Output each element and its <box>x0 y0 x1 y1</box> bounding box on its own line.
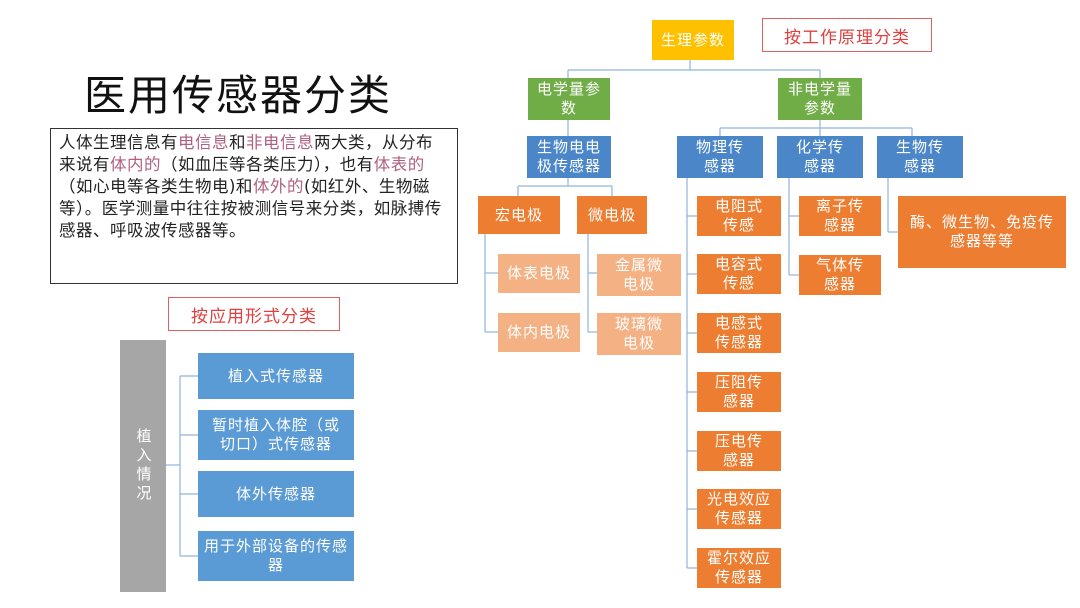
intro-highlight: 体内的 <box>110 155 161 174</box>
micro-electrode-node: 微电极 <box>577 196 647 234</box>
intro-text: 人体生理信息有 <box>59 133 178 152</box>
intro-highlight: 体表的 <box>373 155 425 174</box>
chemical-node: 化学传感器 <box>777 136 863 178</box>
application-heading: 按应用形式分类 <box>168 297 340 331</box>
intro-text: 两大类，从分布来说有 <box>59 133 433 174</box>
application-item: 暂时植入体腔（或切口）式传感器 <box>198 410 354 460</box>
chemical-item: 气体传感器 <box>799 255 881 295</box>
internal-electrode-node: 体内电极 <box>498 313 580 352</box>
physical-item: 压电传感器 <box>697 431 781 471</box>
chemical-item: 离子传感器 <box>799 196 881 236</box>
principle-heading: 按工作原理分类 <box>762 18 932 52</box>
electric-node: 电学量参数 <box>528 78 610 120</box>
intro-highlight: 体外的 <box>252 177 304 196</box>
metal-microelectrode-node: 金属微电极 <box>597 254 681 296</box>
nonelectric-node: 非电学量参数 <box>778 78 862 120</box>
physical-item: 电阻式传感 <box>697 196 781 236</box>
macro-electrode-node: 宏电极 <box>478 196 560 234</box>
biological-node: 生物传感器 <box>877 136 963 178</box>
glass-microelectrode-node: 玻璃微电极 <box>597 313 681 355</box>
surface-electrode-node: 体表电极 <box>498 254 580 293</box>
physical-item: 霍尔效应传感器 <box>697 548 781 588</box>
bioelectrode-node: 生物电电极传感器 <box>527 136 611 178</box>
intro-text: （如心电等各类生物电)和 <box>59 177 253 196</box>
intro-text: (如红外、生物磁等）。医学测量中往往按被测信号来分类，如脉搏传感器、呼吸波传感器… <box>59 177 442 240</box>
implant-group-node: 植入情况 <box>120 340 166 592</box>
root-node: 生理参数 <box>652 20 734 60</box>
intro-text: （如血压等各类压力），也有 <box>161 155 374 174</box>
physical-item: 电感式传感器 <box>697 313 781 353</box>
intro-text-box: 人体生理信息有电信息和非电信息两大类，从分布来说有体内的（如血压等各类压力），也… <box>50 128 458 284</box>
intro-text: 和 <box>229 133 246 152</box>
bio-item: 酶、微生物、免疫传感器等等 <box>898 196 1066 268</box>
physical-item: 电容式传感 <box>697 254 781 294</box>
physical-item: 光电效应传感器 <box>697 489 781 529</box>
intro-highlight: 电信息 <box>178 133 229 152</box>
intro-highlight: 非电信息 <box>246 133 314 152</box>
implant-group-label: 植入情况 <box>134 428 153 504</box>
physical-node: 物理传感器 <box>677 136 763 178</box>
application-item: 体外传感器 <box>198 471 354 517</box>
page-title: 医用传感器分类 <box>84 71 393 120</box>
application-item: 植入式传感器 <box>198 353 354 399</box>
physical-item: 压阻传感器 <box>697 372 781 412</box>
application-item: 用于外部设备的传感器 <box>198 531 354 581</box>
